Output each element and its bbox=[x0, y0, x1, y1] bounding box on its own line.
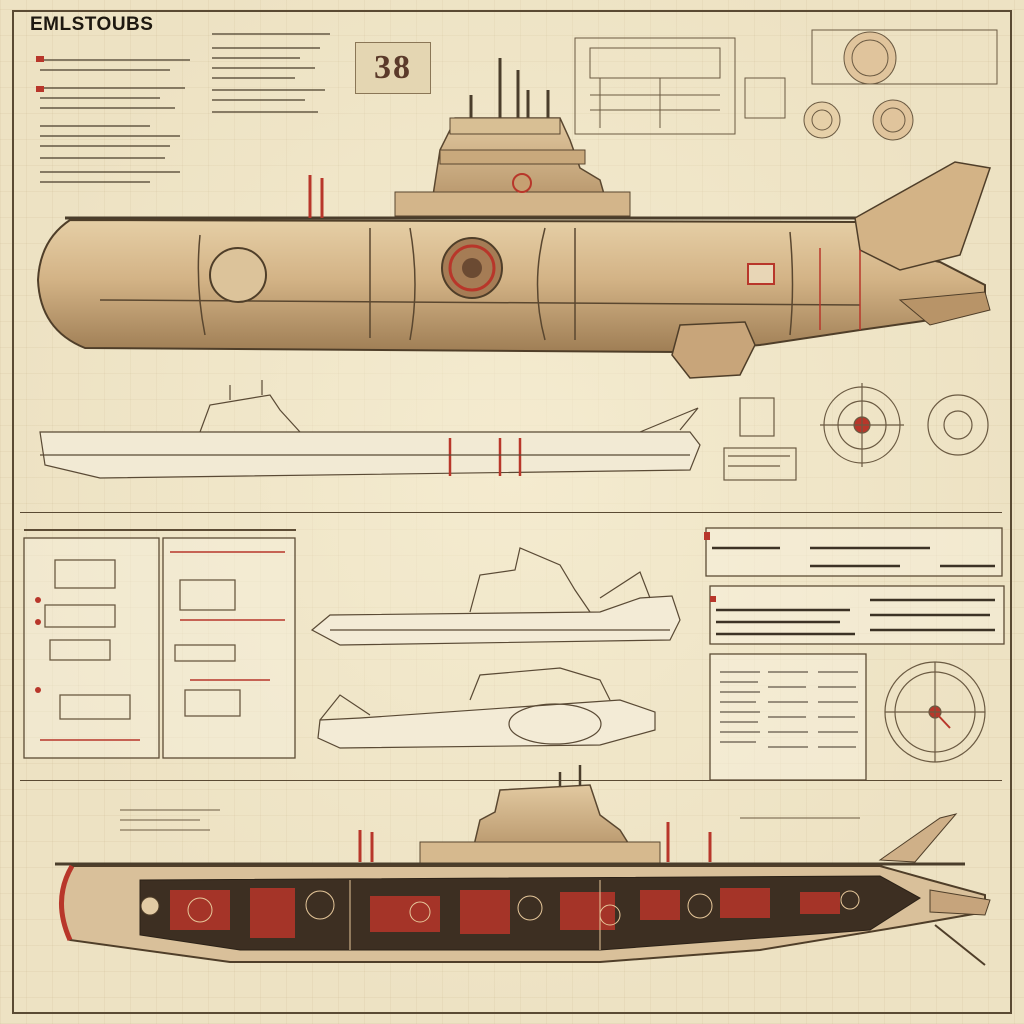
porthole-icon bbox=[140, 896, 160, 916]
inner-divider-top bbox=[20, 512, 1002, 513]
spec-text-block-center bbox=[212, 33, 330, 113]
outer-frame bbox=[12, 10, 1012, 1014]
spec-text-block-left bbox=[36, 56, 190, 183]
gear-schematic-icon bbox=[723, 383, 989, 481]
detail-panel-left bbox=[23, 529, 296, 759]
data-table-panels bbox=[704, 527, 1005, 781]
plate-number-badge: 38 bbox=[355, 42, 431, 94]
bottom-annotation-lines bbox=[120, 809, 860, 831]
submarine-cutaway-view bbox=[55, 784, 991, 966]
inner-divider-mid bbox=[20, 780, 1002, 781]
periscope-mast-icon bbox=[558, 765, 582, 786]
submarine-outline-view bbox=[39, 380, 701, 479]
submarine-side-sketch-top bbox=[310, 547, 681, 646]
submarine-profile-view bbox=[36, 58, 991, 379]
compass-dial-icon bbox=[884, 661, 986, 763]
sheet-title: EMLSTOUBS bbox=[30, 14, 154, 35]
top-right-schematics bbox=[574, 29, 998, 141]
submarine-side-sketch-bottom bbox=[317, 667, 656, 749]
